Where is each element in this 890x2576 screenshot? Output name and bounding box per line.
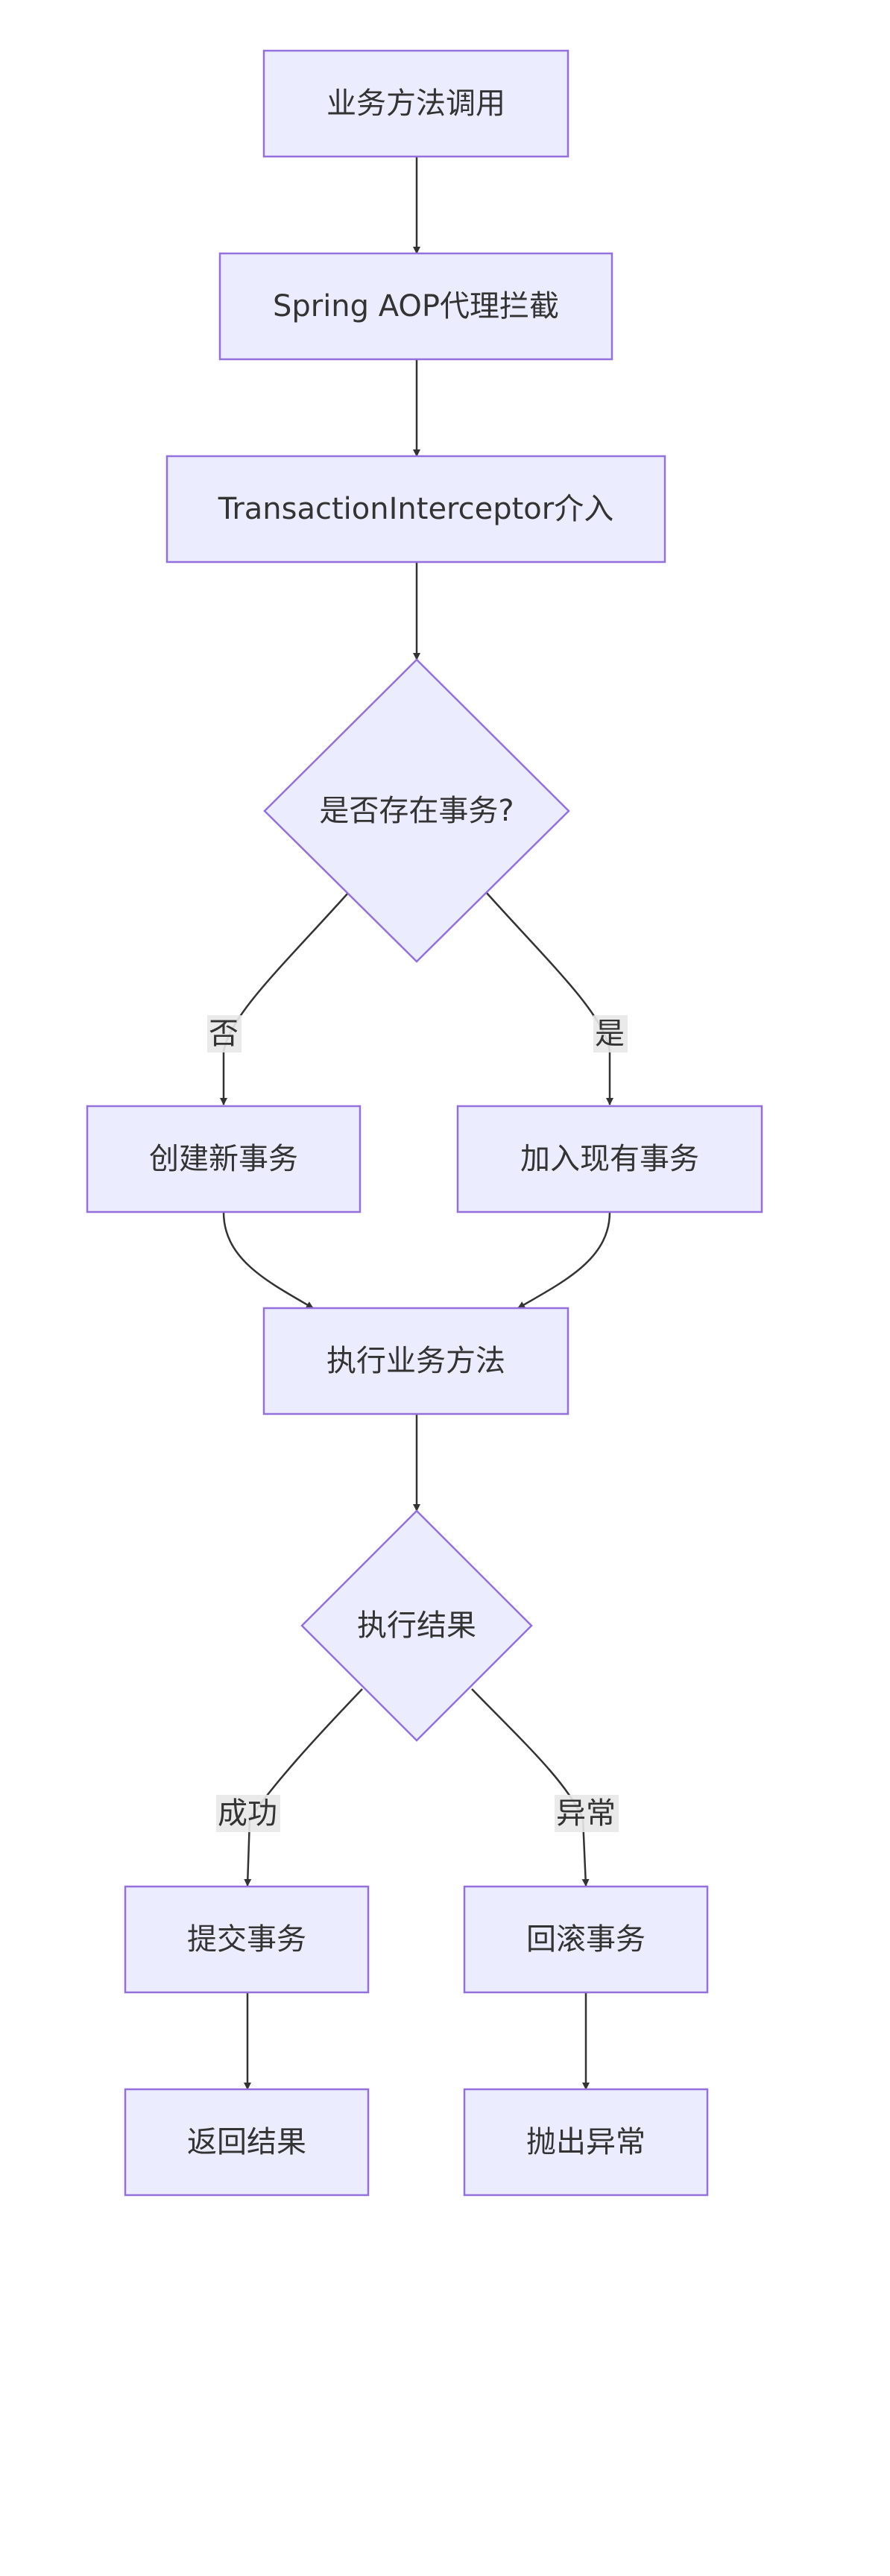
decision-execution-result: 执行结果 <box>300 1509 533 1742</box>
edge-label-error: 异常 <box>555 1795 619 1832</box>
svg-text:创建新事务: 创建新事务 <box>149 1142 298 1176</box>
edge-result-to-rollback <box>471 1688 590 1887</box>
edge-label-no: 否 <box>207 1015 242 1052</box>
svg-text:异常: 异常 <box>556 1796 616 1831</box>
svg-text:加入现有事务: 加入现有事务 <box>520 1142 699 1176</box>
svg-text:成功: 成功 <box>218 1796 277 1831</box>
decision-transaction-exists: 是否存在事务? <box>263 658 570 963</box>
node-business-call: 业务方法调用 <box>262 49 569 158</box>
node-return-result: 返回结果 <box>124 2088 370 2197</box>
node-commit-transaction: 提交事务 <box>124 1885 370 1994</box>
svg-text:执行业务方法: 执行业务方法 <box>326 1344 505 1378</box>
edge-exists-to-join <box>486 892 613 1105</box>
svg-text:否: 否 <box>209 1017 239 1051</box>
svg-text:抛出异常: 抛出异常 <box>526 2125 646 2159</box>
node-rollback-transaction: 回滚事务 <box>463 1885 709 1994</box>
node-transaction-interceptor: TransactionInterceptor介入 <box>165 455 666 564</box>
edge-label-yes: 是 <box>593 1015 628 1052</box>
svg-text:业务方法调用: 业务方法调用 <box>326 86 505 121</box>
svg-text:返回结果: 返回结果 <box>187 2125 306 2159</box>
svg-text:提交事务: 提交事务 <box>187 1922 306 1957</box>
svg-text:TransactionInterceptor介入: TransactionInterceptor介入 <box>218 492 613 526</box>
node-execute-business-method: 执行业务方法 <box>262 1307 569 1415</box>
node-join-existing-transaction: 加入现有事务 <box>456 1105 763 1213</box>
node-throw-exception: 抛出异常 <box>463 2088 709 2197</box>
edge-exists-to-new <box>220 892 349 1105</box>
svg-text:执行结果: 执行结果 <box>357 1609 476 1643</box>
node-aop-proxy: Spring AOP代理拦截 <box>218 252 613 361</box>
svg-text:是: 是 <box>595 1017 625 1051</box>
edge-new-to-exec <box>222 1211 314 1310</box>
svg-text:Spring AOP代理拦截: Spring AOP代理拦截 <box>273 289 559 323</box>
edge-label-success: 成功 <box>216 1795 280 1832</box>
svg-text:回滚事务: 回滚事务 <box>526 1922 646 1957</box>
node-create-new-transaction: 创建新事务 <box>86 1105 362 1213</box>
edge-join-to-exec <box>517 1211 611 1310</box>
svg-text:是否存在事务?: 是否存在事务? <box>319 794 514 828</box>
edge-result-to-commit <box>244 1688 363 1887</box>
